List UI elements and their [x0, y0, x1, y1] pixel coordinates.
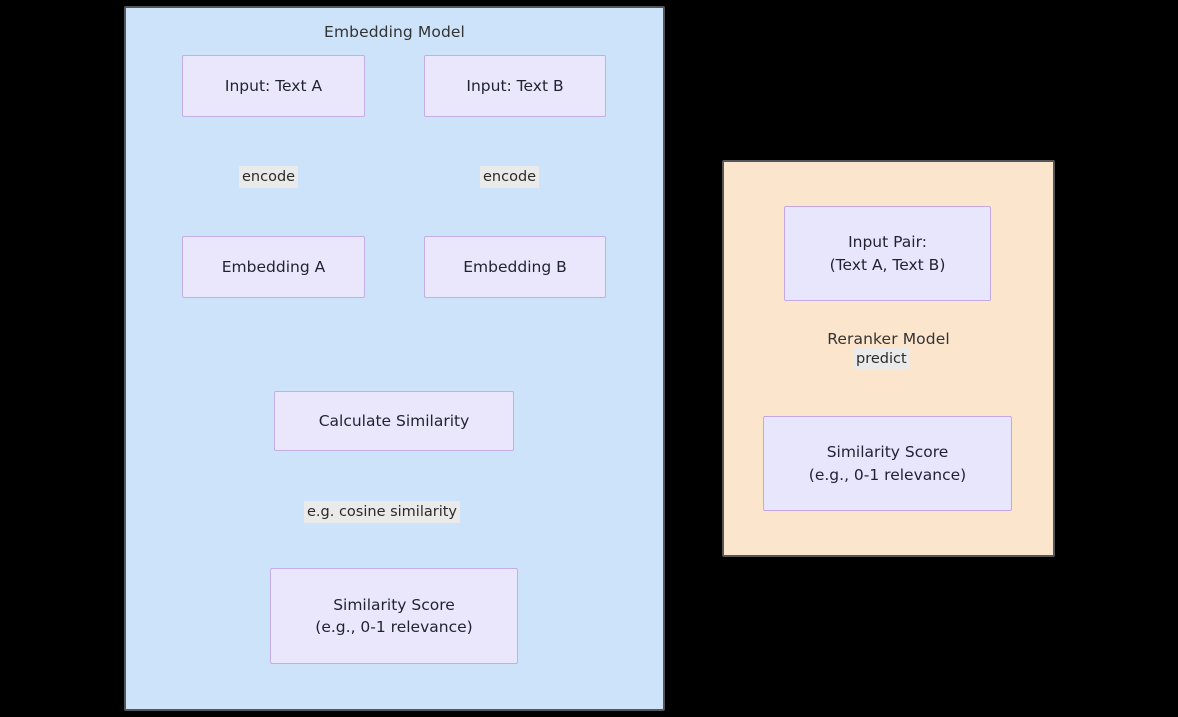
node-similarity-score-reranker[interactable]: Similarity Score (e.g., 0-1 relevance): [763, 416, 1012, 511]
node-similarity-score-embedding-line-1: Similarity Score: [333, 595, 455, 614]
node-embedding-a[interactable]: Embedding A: [182, 236, 365, 298]
node-input-pair[interactable]: Input Pair: (Text A, Text B): [784, 206, 991, 301]
node-input-text-a-line-1: Input: Text A: [224, 76, 323, 95]
node-similarity-score-reranker-line-2: (e.g., 0-1 relevance): [808, 465, 967, 484]
edge-label-predict: predict: [853, 348, 910, 371]
edge-label-encode-a: encode: [239, 166, 299, 189]
node-similarity-score-embedding-line-2: (e.g., 0-1 relevance): [315, 618, 473, 636]
node-input-pair-line-1: Input Pair:: [848, 233, 927, 252]
node-similarity-score-reranker-line-1: Similarity Score: [826, 443, 949, 462]
node-embedding-a-line-1: Embedding A: [221, 257, 326, 276]
subgraph-reranker-model-title: Reranker Model: [827, 330, 950, 348]
node-input-pair-line-2: (Text A, Text B): [829, 255, 946, 274]
node-calculate-similarity-line-1: Calculate Similarity: [318, 411, 470, 430]
subgraph-embedding-model-title: Embedding Model: [324, 23, 465, 41]
node-embedding-b[interactable]: Embedding B: [424, 236, 606, 298]
node-input-text-b-line-1: Input: Text B: [466, 76, 564, 95]
edge-label-encode-b: encode: [480, 166, 540, 189]
node-similarity-score-embedding[interactable]: Similarity Score (e.g., 0-1 relevance): [270, 568, 518, 664]
node-calculate-similarity[interactable]: Calculate Similarity: [274, 391, 514, 451]
edge-label-cosine-similarity: e.g. cosine similarity: [304, 501, 461, 524]
node-input-text-b[interactable]: Input: Text B: [424, 55, 606, 117]
node-input-text-a[interactable]: Input: Text A: [182, 55, 365, 117]
node-embedding-b-line-1: Embedding B: [463, 257, 567, 276]
